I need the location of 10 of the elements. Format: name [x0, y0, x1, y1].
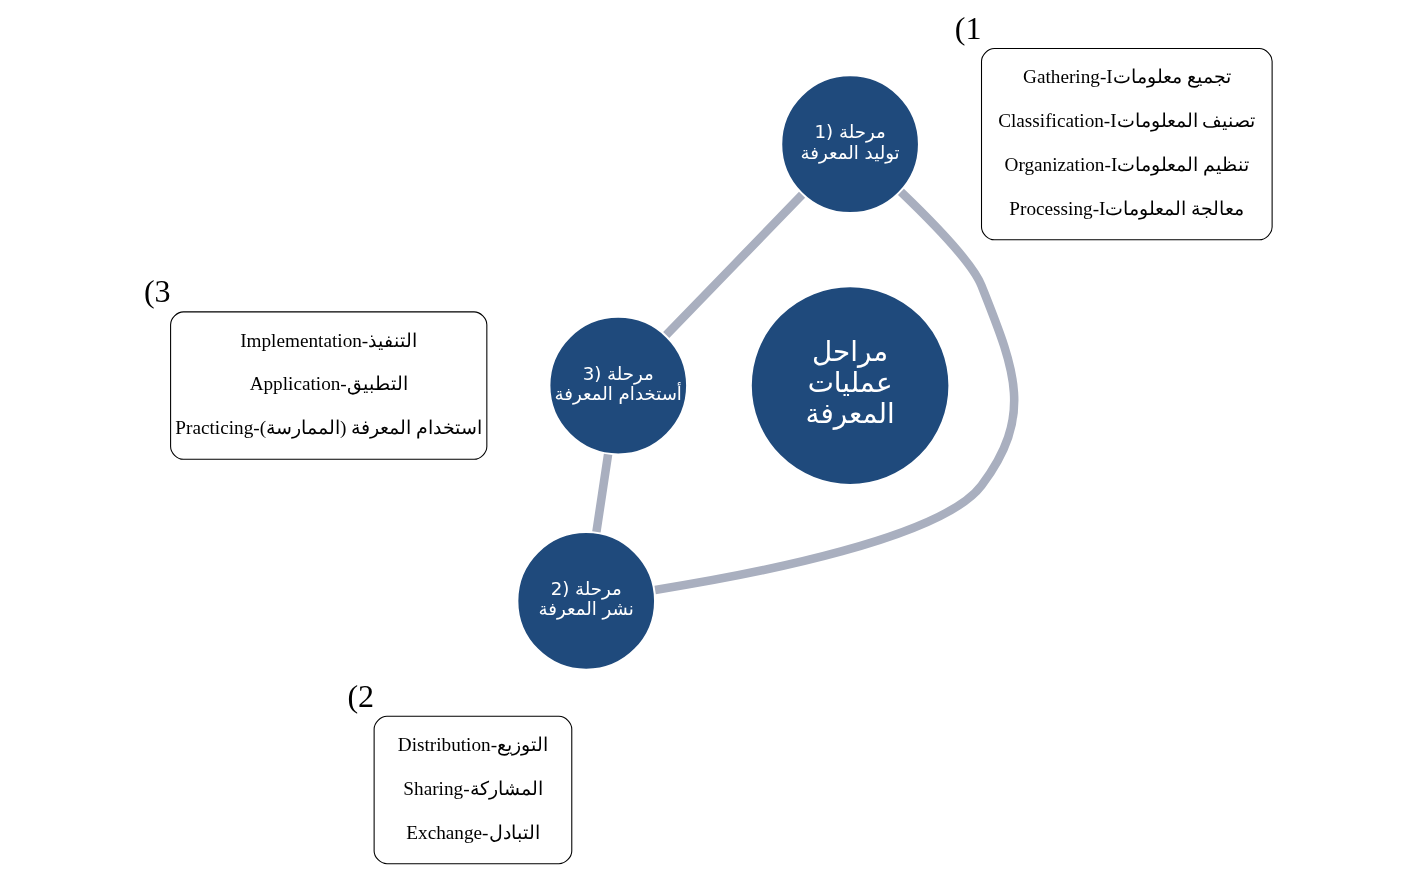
node-circle: 3) مرحلة أستخدام المعرفة [547, 314, 690, 457]
node-label: (3 [143, 272, 171, 309]
node-box: Implementation-التنفيذ Application-التطبيق Practicing-(الممارسة) استخدام المعرفة [170, 310, 488, 460]
node-box: Gathering-Iتجميع معلومات Classification-Iتصنيف المعلومات Organization-Iتنظيم المعلومات Processing-Iمعالجة المعلومات [980, 47, 1273, 240]
connector [654, 188, 1019, 594]
node-label: (2 [347, 677, 375, 714]
connector [663, 191, 806, 338]
connector [592, 453, 613, 533]
node-label: (1 [954, 9, 982, 46]
node-box: Distribution-التوزيع Sharing-المشاركة Exchange-التبادل [373, 715, 573, 864]
